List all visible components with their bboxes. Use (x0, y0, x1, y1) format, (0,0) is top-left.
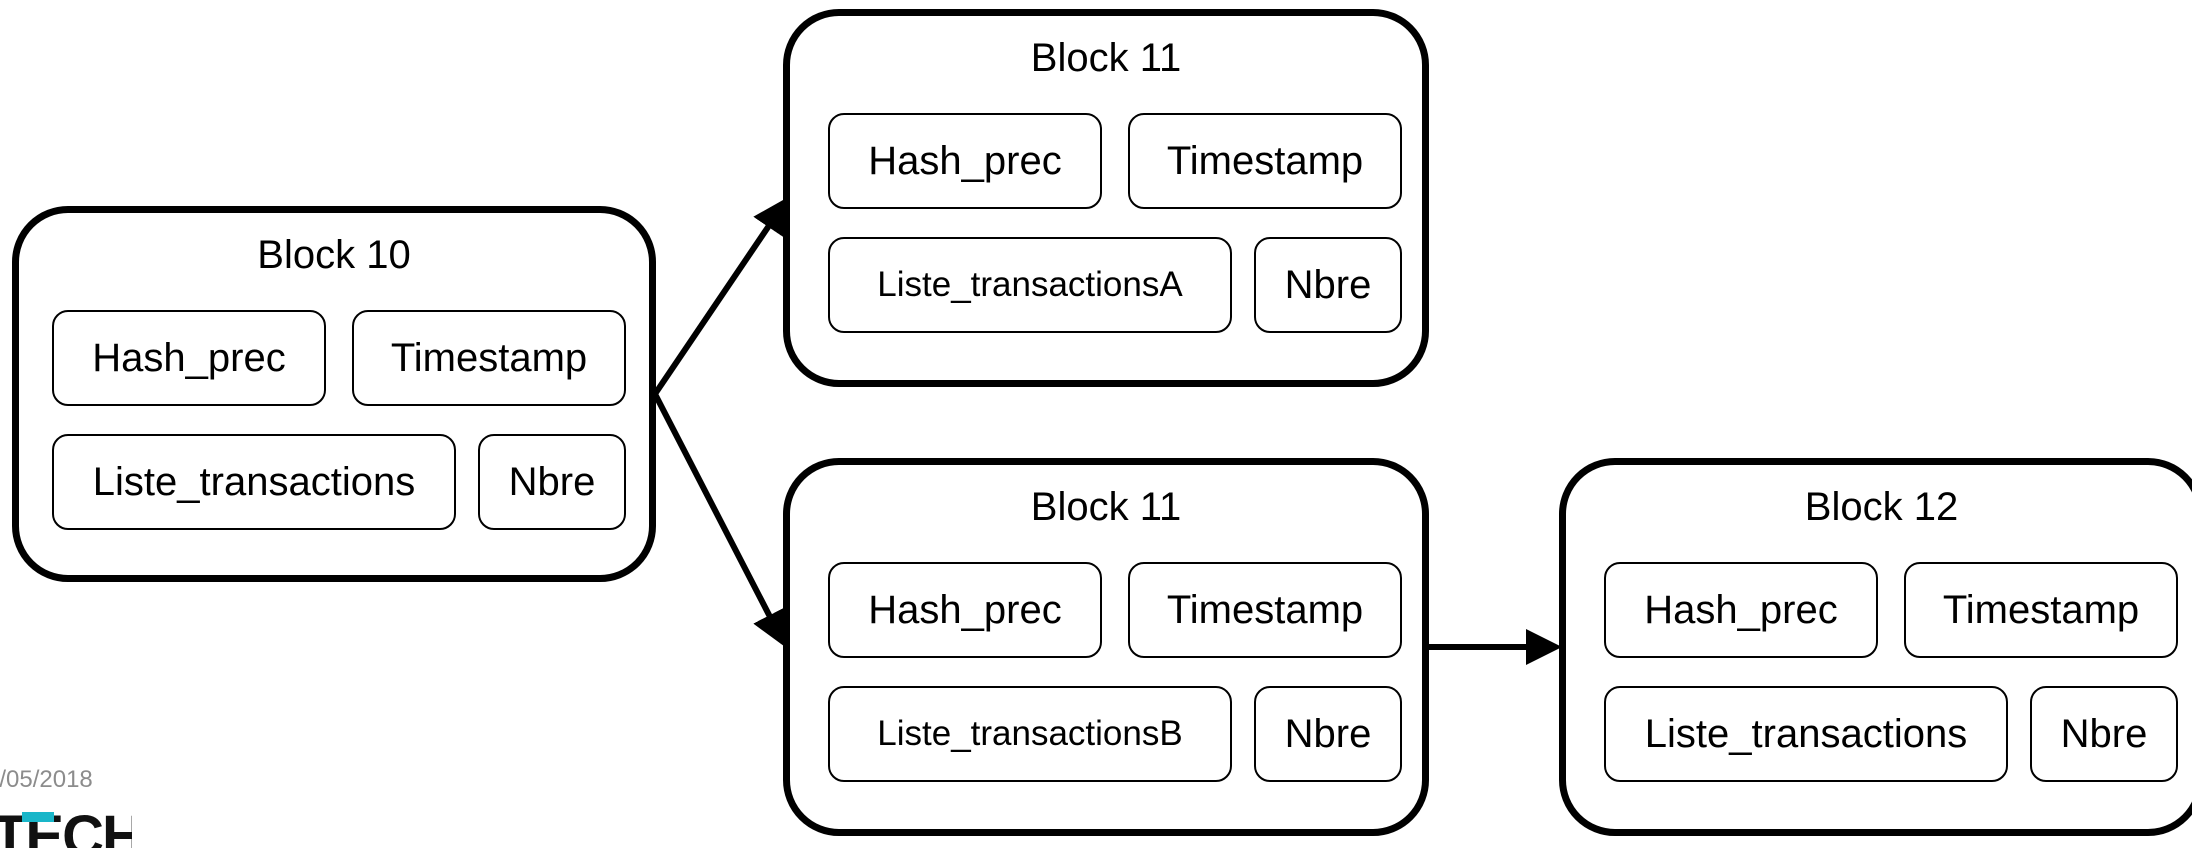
block-title: Block 10 (257, 233, 411, 277)
hash-prec-field: Hash_prec (52, 310, 326, 406)
hash-prec-field: Hash_prec (828, 562, 1102, 658)
nbre-field: Nbre (478, 434, 626, 530)
hash-prec-field: Hash_prec (828, 113, 1102, 209)
logo-text: TECH (0, 808, 132, 848)
block-10: Block 10 Hash_prec Timestamp Liste_trans… (12, 206, 656, 582)
block-title: Block 11 (1030, 485, 1182, 529)
transactions-field: Liste_transactionsA (828, 237, 1232, 333)
timestamp-field: Timestamp (1904, 562, 2178, 658)
logo-accent-bar (22, 812, 54, 822)
block-12: Block 12 Hash_prec Timestamp Liste_trans… (1559, 458, 2192, 836)
block-title: Block 11 (1030, 36, 1182, 80)
timestamp-field: Timestamp (352, 310, 626, 406)
arrow-block10-to-block11a (652, 197, 789, 396)
hash-prec-field: Hash_prec (1604, 562, 1878, 658)
block-11a: Block 11 Hash_prec Timestamp Liste_trans… (783, 9, 1429, 387)
nbre-field: Nbre (2030, 686, 2178, 782)
transactions-field: Liste_transactionsB (828, 686, 1232, 782)
transactions-field: Liste_transactions (52, 434, 456, 530)
nbre-field: Nbre (1254, 237, 1402, 333)
block-11b: Block 11 Hash_prec Timestamp Liste_trans… (783, 458, 1429, 836)
block-title: Block 12 (1804, 485, 1959, 529)
nbre-field: Nbre (1254, 686, 1402, 782)
transactions-field: Liste_transactions (1604, 686, 2008, 782)
tech-logo: TECH (0, 808, 132, 848)
arrow-block10-to-block11b (652, 392, 786, 648)
timestamp-field: Timestamp (1128, 562, 1402, 658)
slide-date: 9/05/2018 (0, 766, 93, 793)
timestamp-field: Timestamp (1128, 113, 1402, 209)
